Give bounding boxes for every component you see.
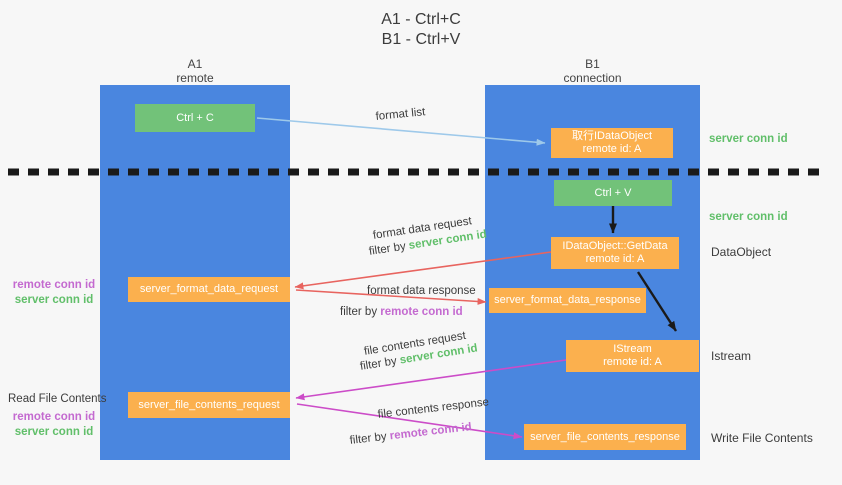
box-server-format-data-request[interactable]: server_format_data_request (128, 277, 290, 302)
annotation-format-data-response-text: format data response (367, 285, 476, 297)
right-label-dataobject-text: DataObject (711, 245, 772, 259)
lane-header-a1-sub: remote (176, 71, 214, 85)
right-label-server-conn-id-mid: server conn id (709, 210, 788, 225)
box-idataobject[interactable]: 取行IDataObject remote id: A (551, 128, 673, 158)
title-line-1: A1 - Ctrl+C (381, 11, 461, 28)
left-label-server-conn-id: server conn id (14, 294, 94, 306)
right-label-write-file-contents-text: Write File Contents (711, 431, 813, 445)
box-ctrl-v[interactable]: Ctrl + V (554, 180, 672, 206)
box-istream[interactable]: IStream remote id: A (566, 340, 699, 372)
right-label-server-conn-id-top-text: server conn id (709, 133, 788, 145)
left-label-read-file-contents-text: Read File Contents (8, 393, 107, 405)
box-server-format-data-response[interactable]: server_format_data_response (489, 288, 646, 313)
lane-header-b1-sub: connection (563, 71, 622, 85)
filter-prefix: filter by (340, 306, 381, 318)
annotation-file-contents-response-text: file contents response (377, 396, 490, 421)
right-label-dataobject: DataObject (711, 245, 771, 260)
box-server-format-data-request-label: server_format_data_request (139, 283, 279, 295)
right-label-istream: Istream (711, 349, 751, 364)
annotation-format-data-response: format data response (367, 284, 476, 298)
lane-header-a1: A1 remote (100, 57, 290, 85)
filter-key-remote-conn-id: remote conn id (389, 421, 473, 443)
box-getdata-line1: IDataObject::GetData (562, 240, 668, 252)
right-label-write-file-contents: Write File Contents (711, 431, 813, 446)
box-getdata-line2: remote id: A (585, 253, 645, 265)
lane-header-a1-name: A1 (187, 57, 203, 71)
right-label-server-conn-id-mid-text: server conn id (709, 211, 788, 223)
right-label-istream-text: Istream (711, 349, 752, 363)
lane-header-b1: B1 connection (485, 57, 700, 85)
annotation-format-data-response-filter: filter by remote conn id (340, 305, 463, 319)
box-idataobject-line1: 取行IDataObject (571, 130, 653, 142)
title-line-2: B1 - Ctrl+V (381, 31, 461, 48)
left-label-read-file-contents: Read File Contents (8, 392, 106, 407)
box-ctrl-c[interactable]: Ctrl + C (135, 104, 255, 132)
annotation-format-list-text: format list (375, 106, 426, 123)
right-label-server-conn-id-top: server conn id (709, 132, 788, 147)
left-label-remote-conn-id: remote conn id (12, 279, 96, 291)
left-label-remote-conn-id-2: remote conn id (12, 411, 96, 423)
box-ctrl-v-label: Ctrl + V (594, 186, 632, 199)
page-title: A1 - Ctrl+C B1 - Ctrl+V (0, 10, 842, 50)
box-idataobject-getdata[interactable]: IDataObject::GetData remote id: A (551, 237, 679, 269)
annotation-file-contents-response: file contents response (377, 395, 490, 422)
box-istream-line1: IStream (613, 343, 652, 355)
box-server-file-contents-response[interactable]: server_file_contents_response (524, 424, 686, 450)
filter-key-remote-conn-id: remote conn id (380, 306, 463, 318)
left-label-group-2: remote conn id server conn id (10, 410, 98, 440)
filter-prefix: filter by (349, 430, 391, 447)
box-istream-line2: remote id: A (603, 356, 662, 368)
box-ctrl-c-label: Ctrl + C (176, 111, 214, 124)
annotation-file-contents-response-filter: filter by remote conn id (349, 420, 472, 448)
box-server-file-contents-request[interactable]: server_file_contents_request (128, 392, 290, 418)
box-server-format-data-response-label: server_format_data_response (494, 294, 641, 306)
left-label-server-conn-id-2: server conn id (14, 426, 94, 438)
box-server-file-contents-request-label: server_file_contents_request (138, 398, 280, 411)
lane-header-b1-name: B1 (585, 57, 600, 71)
box-idataobject-line2: remote id: A (582, 143, 642, 155)
left-label-group-1: remote conn id server conn id (10, 278, 98, 308)
annotation-format-list: format list (375, 105, 426, 124)
box-server-file-contents-response-label: server_file_contents_response (530, 430, 680, 443)
